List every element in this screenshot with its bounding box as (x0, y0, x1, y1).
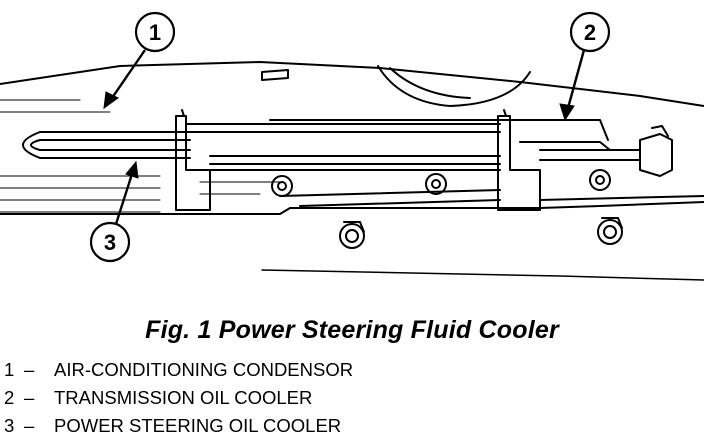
callout-3-number: 3 (104, 230, 116, 255)
callout-1-number: 1 (149, 20, 161, 45)
radiator-tank (377, 65, 531, 107)
legend-separator: – (24, 387, 35, 408)
legend-item-number: 1 (4, 359, 15, 380)
mount-bolt-left (339, 221, 365, 249)
legend-item: 3 – POWER STEERING OIL COOLER (4, 412, 353, 440)
legend-item-label: TRANSMISSION OIL COOLER (54, 387, 313, 408)
callout-1: 1 (103, 11, 176, 110)
right-bracket (497, 115, 541, 211)
line-drawing: 1 2 3 (0, 11, 704, 281)
left-bracket (175, 115, 211, 211)
callout-3: 3 (89, 160, 139, 263)
legend-separator: – (24, 415, 35, 436)
legend-separator: – (24, 359, 35, 380)
fastener-center (425, 173, 447, 195)
legend-item-label: AIR-CONDITIONING CONDENSOR (54, 359, 354, 380)
fastener-left (271, 175, 293, 197)
frame-rail (0, 201, 704, 215)
fastener-right (589, 169, 611, 191)
legend-item-label: POWER STEERING OIL COOLER (54, 415, 342, 436)
legend-item: 1 – AIR-CONDITIONING CONDENSOR (4, 356, 353, 384)
figure-caption: Fig. 1 Power Steering Fluid Cooler (145, 316, 559, 344)
legend: 1 – AIR-CONDITIONING CONDENSOR 2 – TRANS… (4, 356, 353, 440)
callout-2-number: 2 (584, 20, 596, 45)
legend-item-number: 2 (4, 387, 15, 408)
legend-item-number: 3 (4, 415, 15, 436)
callout-2: 2 (559, 11, 611, 122)
right-fitting (639, 133, 673, 177)
mount-bolt-right (597, 217, 623, 245)
legend-item: 2 – TRANSMISSION OIL COOLER (4, 384, 353, 412)
ps-cooler-bend (22, 131, 41, 159)
